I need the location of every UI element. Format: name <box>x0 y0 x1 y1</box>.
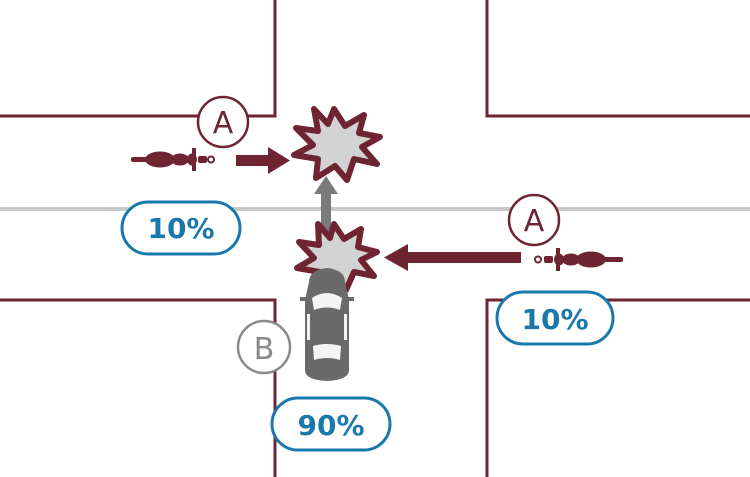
label-b-text: B <box>254 332 275 367</box>
label-a-left-text: A <box>213 106 234 141</box>
motorcycle-right-arrow <box>384 244 521 271</box>
pct-a-right-text: 10% <box>521 303 588 336</box>
motorcycle-left-arrow <box>236 147 290 174</box>
road-edge-top-right <box>485 0 750 118</box>
pct-badge-a-right: 10% <box>495 290 615 346</box>
pct-badge-b: 90% <box>270 396 392 452</box>
road-edge-bottom-right <box>485 298 750 477</box>
road-edge-bottom-left <box>0 298 277 477</box>
label-a-right: A <box>507 193 561 247</box>
motorcycle-icon <box>131 148 215 171</box>
label-a-left: A <box>196 95 250 149</box>
pct-b-text: 90% <box>297 409 364 442</box>
car-b-arrow <box>314 176 338 238</box>
pct-badge-a-left: 10% <box>120 200 242 256</box>
pct-a-left-text: 10% <box>147 212 214 245</box>
car-icon <box>300 268 354 381</box>
label-a-right-text: A <box>524 204 545 239</box>
collision-burst-icon <box>291 106 383 183</box>
road-edge-top-left <box>0 0 277 118</box>
label-b: B <box>236 319 292 375</box>
motorcycle-icon <box>534 248 623 271</box>
